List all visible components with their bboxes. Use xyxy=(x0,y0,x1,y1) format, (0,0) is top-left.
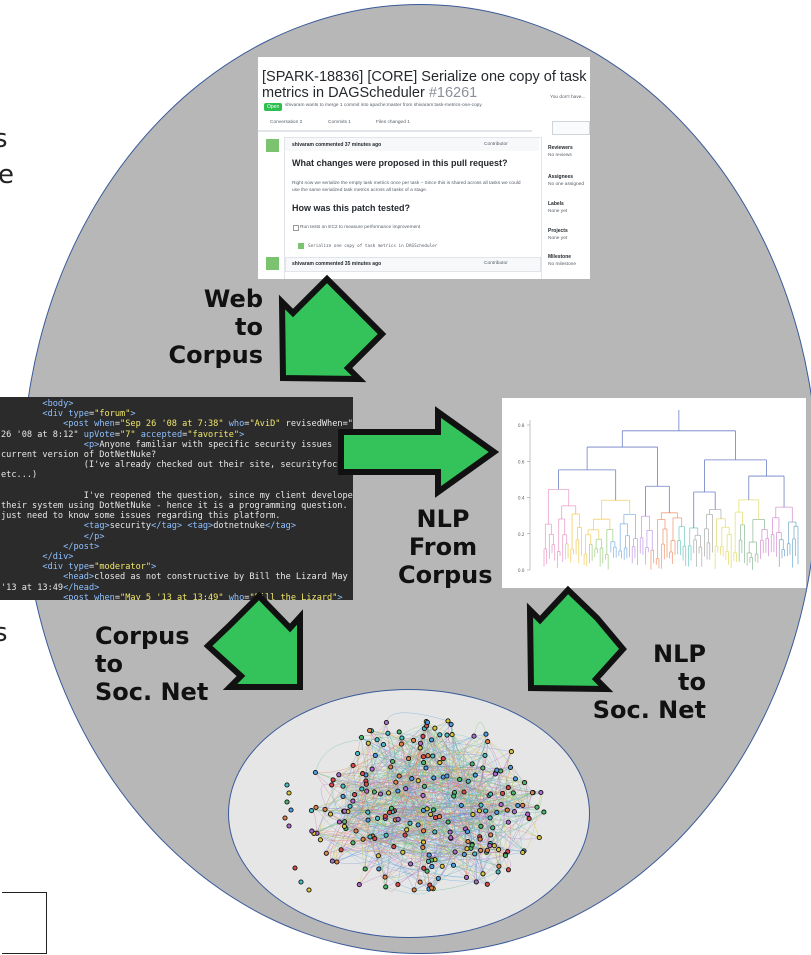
tab-divider xyxy=(258,130,532,132)
open-badge: Open xyxy=(264,103,283,111)
label-nlp: NLP xyxy=(416,505,470,533)
label-socnet: Soc. Net xyxy=(95,678,209,706)
arrow-nlp-from-corpus xyxy=(338,406,500,498)
dendro-tick-label: 0.0 xyxy=(518,568,525,573)
sidebar-assignees-value: No one assigned xyxy=(548,182,585,187)
label-nlp-from-corpus: NLP From Corpus xyxy=(398,505,493,589)
label-web: Web xyxy=(203,285,263,313)
label-nlp-to-socnet: NLP to Soc. Net xyxy=(584,640,706,724)
left-fragment-1: s xyxy=(0,124,8,154)
heading-changes: What changes were proposed in this pull … xyxy=(292,158,508,168)
sidebar-projects-value: None yet xyxy=(548,236,568,241)
label-to: to xyxy=(235,313,263,341)
comment-box xyxy=(284,137,542,279)
pull-request-screenshot: [SPARK-18836] [CORE] Serialize one copy … xyxy=(258,57,590,279)
label-corpus: Corpus xyxy=(168,341,264,369)
check-item: Run tests on EC2 to measure performance … xyxy=(300,225,421,230)
label-web-to-corpus: Web to Corpus xyxy=(169,285,264,369)
arrow-web-to-corpus xyxy=(278,274,387,383)
dendrogram: 0.8 0.6 0.4 0.2 0.0 xyxy=(502,398,806,588)
arrow-corpus-to-socnet xyxy=(203,591,303,690)
heading-tested: How was this patch tested? xyxy=(292,203,411,213)
dendro-tick-label: 0.6 xyxy=(518,459,525,464)
contributor-label-2: Contributor xyxy=(484,261,508,266)
body-text: Right now we serialize the empty task me… xyxy=(292,181,521,193)
tab-conversation: Conversation 2 xyxy=(270,120,303,125)
pr-title: [SPARK-18836] [CORE] Serialize one copy … xyxy=(262,69,587,101)
sidebar-note: You don't have... xyxy=(550,95,586,100)
left-fragment-2: e xyxy=(0,160,14,190)
social-network-graph xyxy=(282,712,547,895)
dendro-tick-label: 0.2 xyxy=(518,532,525,537)
sidebar-projects: Projects xyxy=(548,228,568,234)
pr-sidebar: You don't have... Reviewers No reviews A… xyxy=(546,93,590,279)
sidebar-milestone: Milestone xyxy=(548,254,572,260)
comment-header xyxy=(285,138,539,151)
left-fragment-3: s xyxy=(0,618,8,648)
sidebar-reviewers-value: No reviews xyxy=(548,153,572,158)
label-from: From xyxy=(408,533,478,561)
xml-code-panel: <body> <div type="forum"> <post when="Se… xyxy=(0,397,353,600)
xml-code: <body> <div type="forum"> <post when="Se… xyxy=(1,399,353,600)
caption-box: . xyxy=(0,892,47,954)
network-nodes xyxy=(282,718,547,893)
label-socnet-2: Soc. Net xyxy=(592,696,706,724)
checkbox-icon xyxy=(293,225,299,231)
label-to-3: to xyxy=(678,668,706,696)
commit-avatar xyxy=(298,243,304,249)
caption-fragment: . xyxy=(0,903,2,933)
avatar xyxy=(266,139,279,152)
social-network-ellipse xyxy=(228,689,590,938)
contributor-label: Contributor xyxy=(484,142,508,147)
label-corpus-to-socnet: Corpus to Soc. Net xyxy=(95,622,208,706)
avatar-2 xyxy=(266,257,279,270)
label-to-2: to xyxy=(95,650,123,678)
tab-commits: Commits 1 xyxy=(328,120,351,125)
label-corpus-2: Corpus xyxy=(398,561,493,589)
comment-author: shivaram commented 37 minutes ago xyxy=(292,142,382,148)
label-corpus-3: Corpus xyxy=(95,622,190,650)
dendro-tick-label: 0.4 xyxy=(518,496,525,501)
tab-files-changed: Files changed 1 xyxy=(376,120,410,125)
comment-header-2 xyxy=(285,257,541,272)
sidebar-assignees: Assignees xyxy=(548,174,574,180)
sidebar-labels-value: None yet xyxy=(548,209,568,214)
merge-line: shivaram wants to merge 1 commit into ap… xyxy=(285,103,482,108)
arrow-nlp-to-socnet xyxy=(526,585,627,693)
go-button xyxy=(552,121,590,135)
label-nlp-2: NLP xyxy=(653,640,706,668)
dendro-tick-label: 0.8 xyxy=(518,423,525,428)
sidebar-labels: Labels xyxy=(548,201,564,207)
sidebar-milestone-value: No milestone xyxy=(548,262,576,267)
commit-line: Serialize one copy of task metrics in DA… xyxy=(308,244,438,249)
sidebar-reviewers: Reviewers xyxy=(548,145,573,151)
comment-author-2: shivaram commented 35 minutes ago xyxy=(292,261,382,267)
